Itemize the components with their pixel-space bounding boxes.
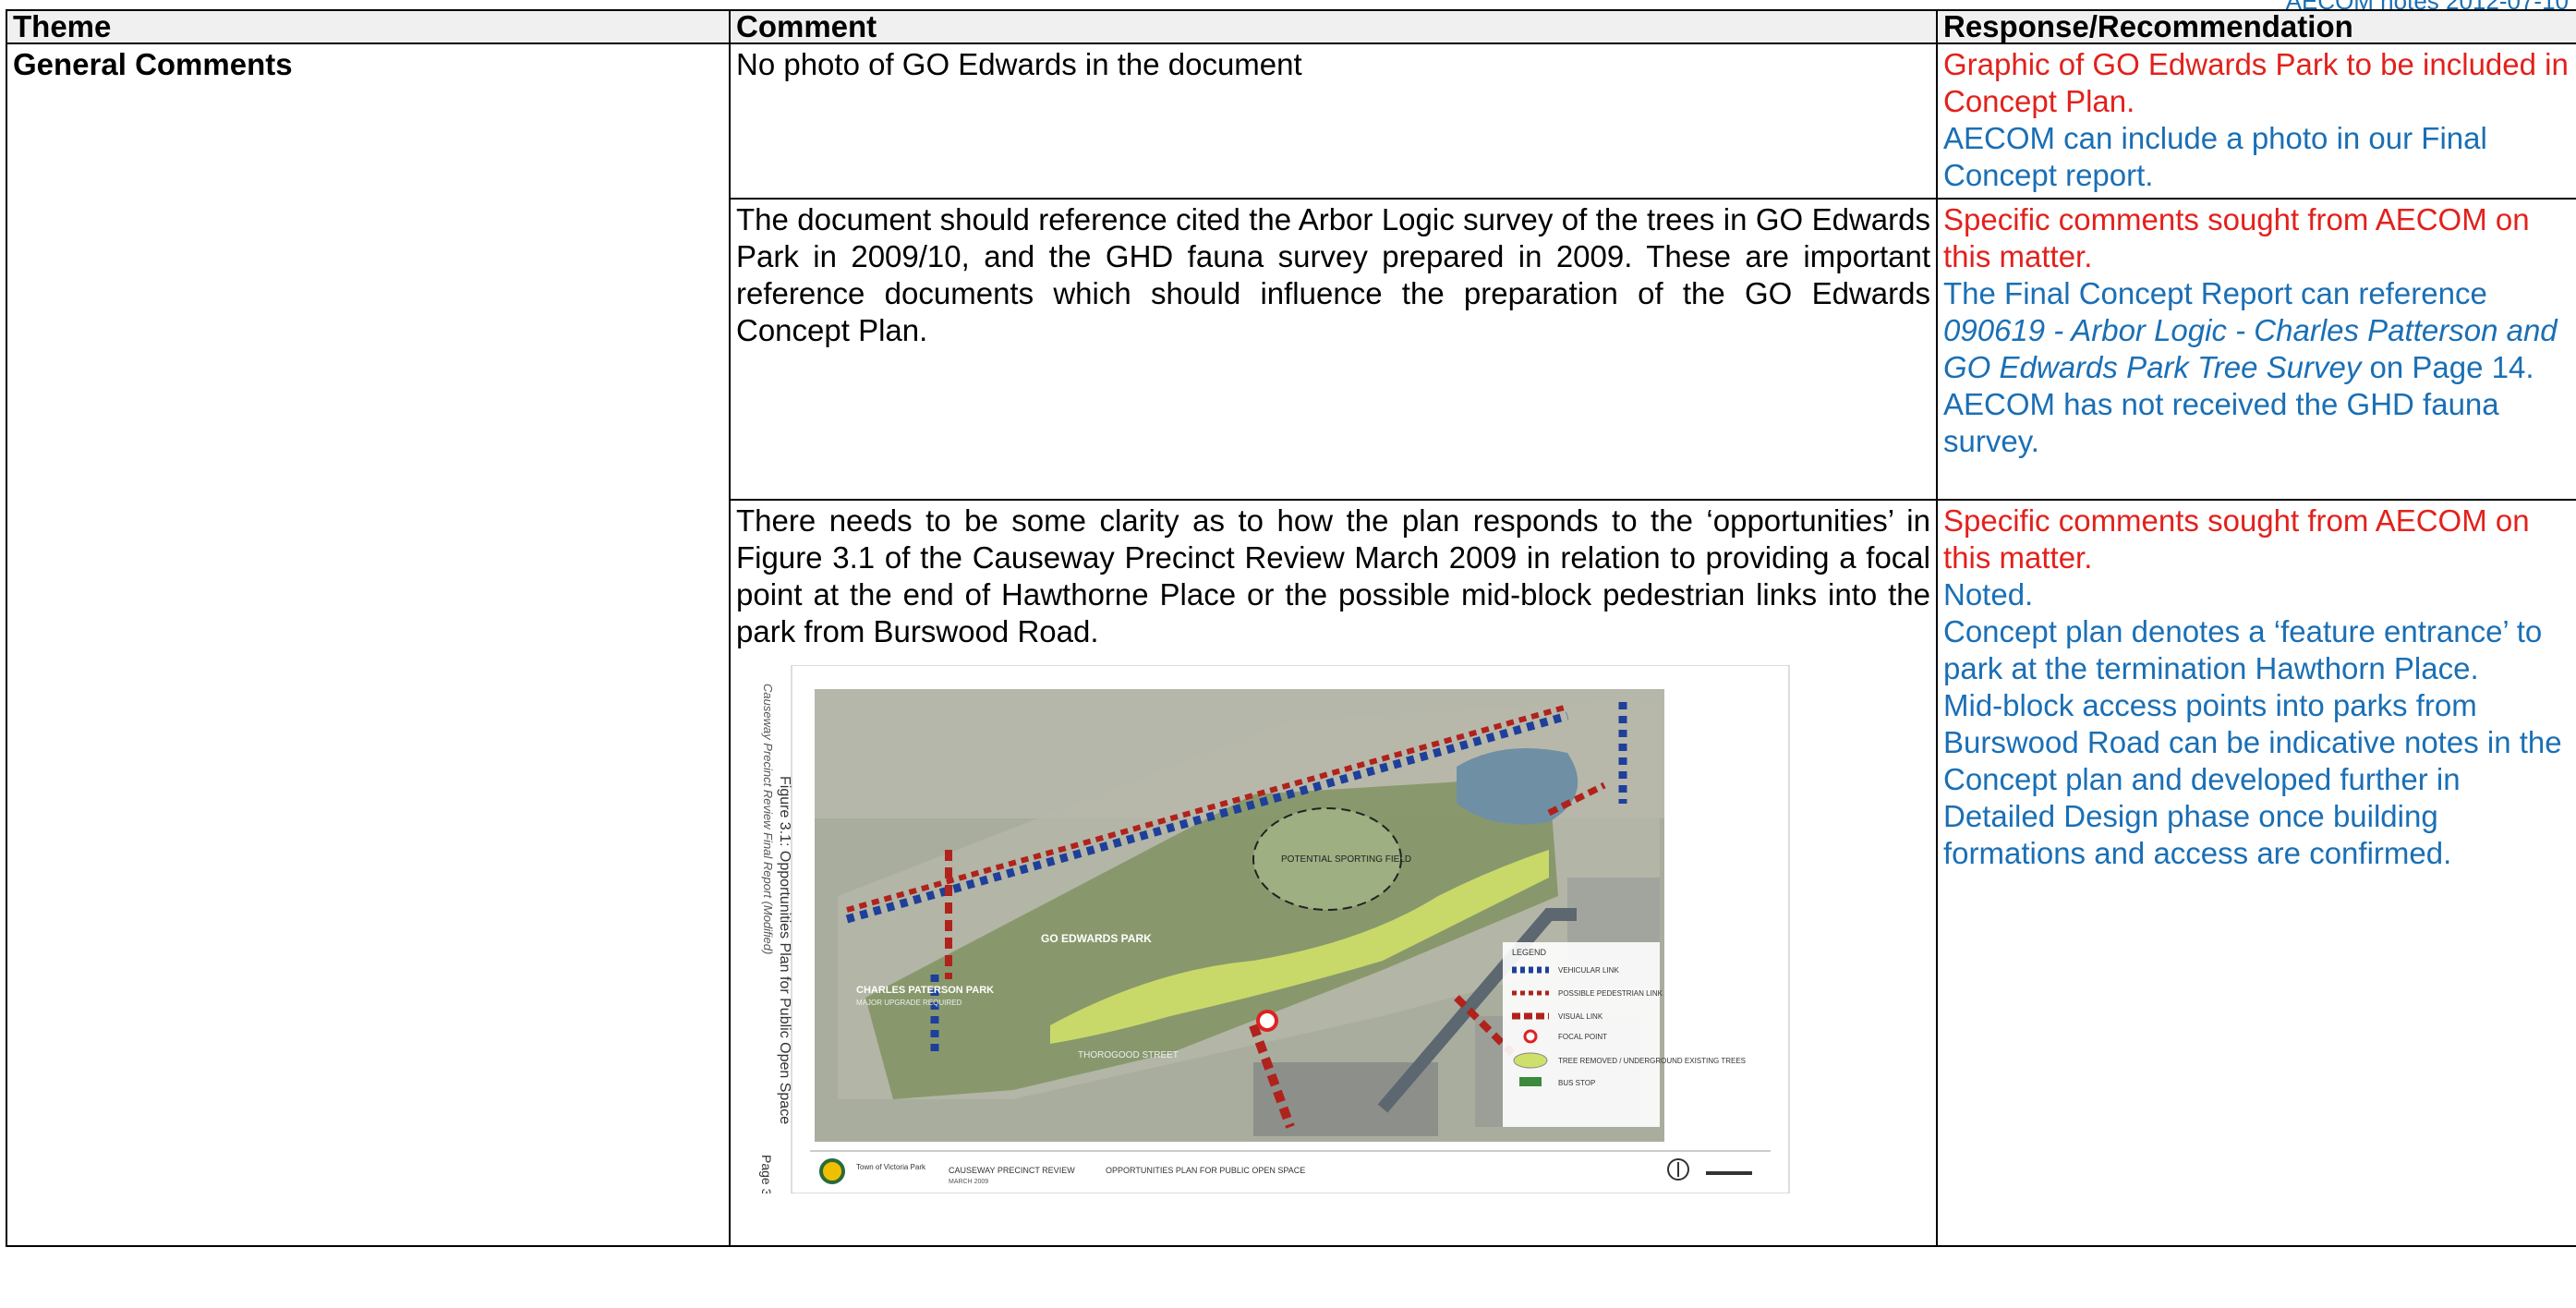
opportunities-plan-map: Causeway Precinct Review Final Report (M…: [759, 665, 1790, 1193]
response-blue-text: The Final Concept Report can reference 0…: [1943, 275, 2570, 386]
lake: [1457, 748, 1578, 825]
comment-cell: The document should reference cited the …: [729, 198, 1938, 501]
north-arrow-icon: [1667, 1158, 1689, 1181]
legend-item: POSSIBLE PEDESTRIAN LINK: [1558, 989, 1663, 998]
legend-item: VISUAL LINK: [1558, 1012, 1603, 1021]
response-blue-text: Mid-block access points into parks from …: [1943, 688, 2562, 870]
footer-title: OPPORTUNITIES PLAN FOR PUBLIC OPEN SPACE: [1106, 1166, 1305, 1175]
footer-org: Town of Victoria Park: [856, 1163, 926, 1171]
opportunities-plan-figure: Causeway Precinct Review Final Report (M…: [736, 665, 1844, 1193]
response-cell: Specific comments sought from AECOM on t…: [1936, 198, 2576, 501]
pedestrian-link: [846, 704, 1568, 913]
theme-cell: General Comments: [6, 42, 731, 1247]
header-theme: Theme: [6, 9, 731, 44]
footer-project: CAUSEWAY PRECINCT REVIEW: [949, 1166, 1075, 1175]
focal-point: [1256, 1010, 1278, 1032]
figure-title: Figure 3.1: Opportunities Plan for Publi…: [777, 776, 792, 1124]
park-label: GO EDWARDS PARK: [1041, 932, 1152, 945]
legend-item: TREE REMOVED / UNDERGROUND EXISTING TREE…: [1558, 1057, 1746, 1065]
header-row: Theme Comment Response/Recommendation: [6, 9, 2576, 44]
table-row: The document should reference cited the …: [6, 198, 2576, 501]
footer-date: MARCH 2009: [949, 1179, 988, 1185]
sporting-field: [1253, 808, 1401, 910]
vehicular-link: [845, 711, 1569, 924]
legend-item: BUS STOP: [1558, 1079, 1595, 1087]
response-red-text: Graphic of GO Edwards Park to be include…: [1943, 47, 2569, 118]
document-reference: 090619 - Arbor Logic - Charles Patterson…: [1943, 313, 2558, 384]
response-blue-text: AECOM can include a photo in our Final C…: [1943, 121, 2487, 192]
response-blue-text: Noted.: [1943, 577, 2034, 612]
cp-park-sub-label: MAJOR UPGRADE REQUIRED: [856, 999, 961, 1007]
comment-cell: There needs to be some clarity as to how…: [729, 499, 1938, 1247]
response-cell: Graphic of GO Edwards Park to be include…: [1936, 42, 2576, 200]
response-cell: Specific comments sought from AECOM on t…: [1936, 499, 2576, 1247]
response-blue-text: AECOM has not received the GHD fauna sur…: [1943, 387, 2499, 458]
sporting-field-label: POTENTIAL SPORTING FIELD: [1281, 854, 1411, 865]
table-row: There needs to be some clarity as to how…: [6, 499, 2576, 1247]
table-row: General Comments No photo of GO Edwards …: [6, 42, 2576, 1247]
comment-text: There needs to be some clarity as to how…: [736, 503, 1930, 648]
legend-item: VEHICULAR LINK: [1558, 966, 1619, 975]
response-text-part: The Final Concept Report can reference: [1943, 276, 2487, 310]
comment-cell: No photo of GO Edwards in the document: [729, 42, 1938, 200]
side-caption: Causeway Precinct Review Final Report (M…: [761, 684, 775, 954]
scale-bar: [1706, 1171, 1752, 1175]
response-red-text: Specific comments sought from AECOM on t…: [1943, 202, 2530, 273]
response-blue-text: Concept plan denotes a ‘feature entrance…: [1943, 614, 2543, 685]
legend-title: LEGEND: [1512, 948, 1547, 957]
tree-band: [1050, 850, 1549, 1044]
header-comment: Comment: [729, 9, 1938, 44]
town-logo: [819, 1158, 845, 1184]
legend-item: FOCAL POINT: [1558, 1033, 1607, 1041]
header-response: Response/Recommendation: [1936, 9, 2576, 44]
burswood-road: [1377, 908, 1577, 1113]
page-label: Page 3: [759, 1155, 774, 1193]
response-text-part: on Page 14.: [2361, 350, 2534, 384]
review-table: Theme Comment Response/Recommendation Ge…: [6, 9, 2576, 1247]
street-label: THOROGOOD STREET: [1078, 1050, 1179, 1060]
response-red-text: Specific comments sought from AECOM on t…: [1943, 503, 2530, 575]
visual-link: [1249, 1023, 1295, 1129]
cp-park-label: CHARLES PATERSON PARK: [856, 985, 994, 996]
